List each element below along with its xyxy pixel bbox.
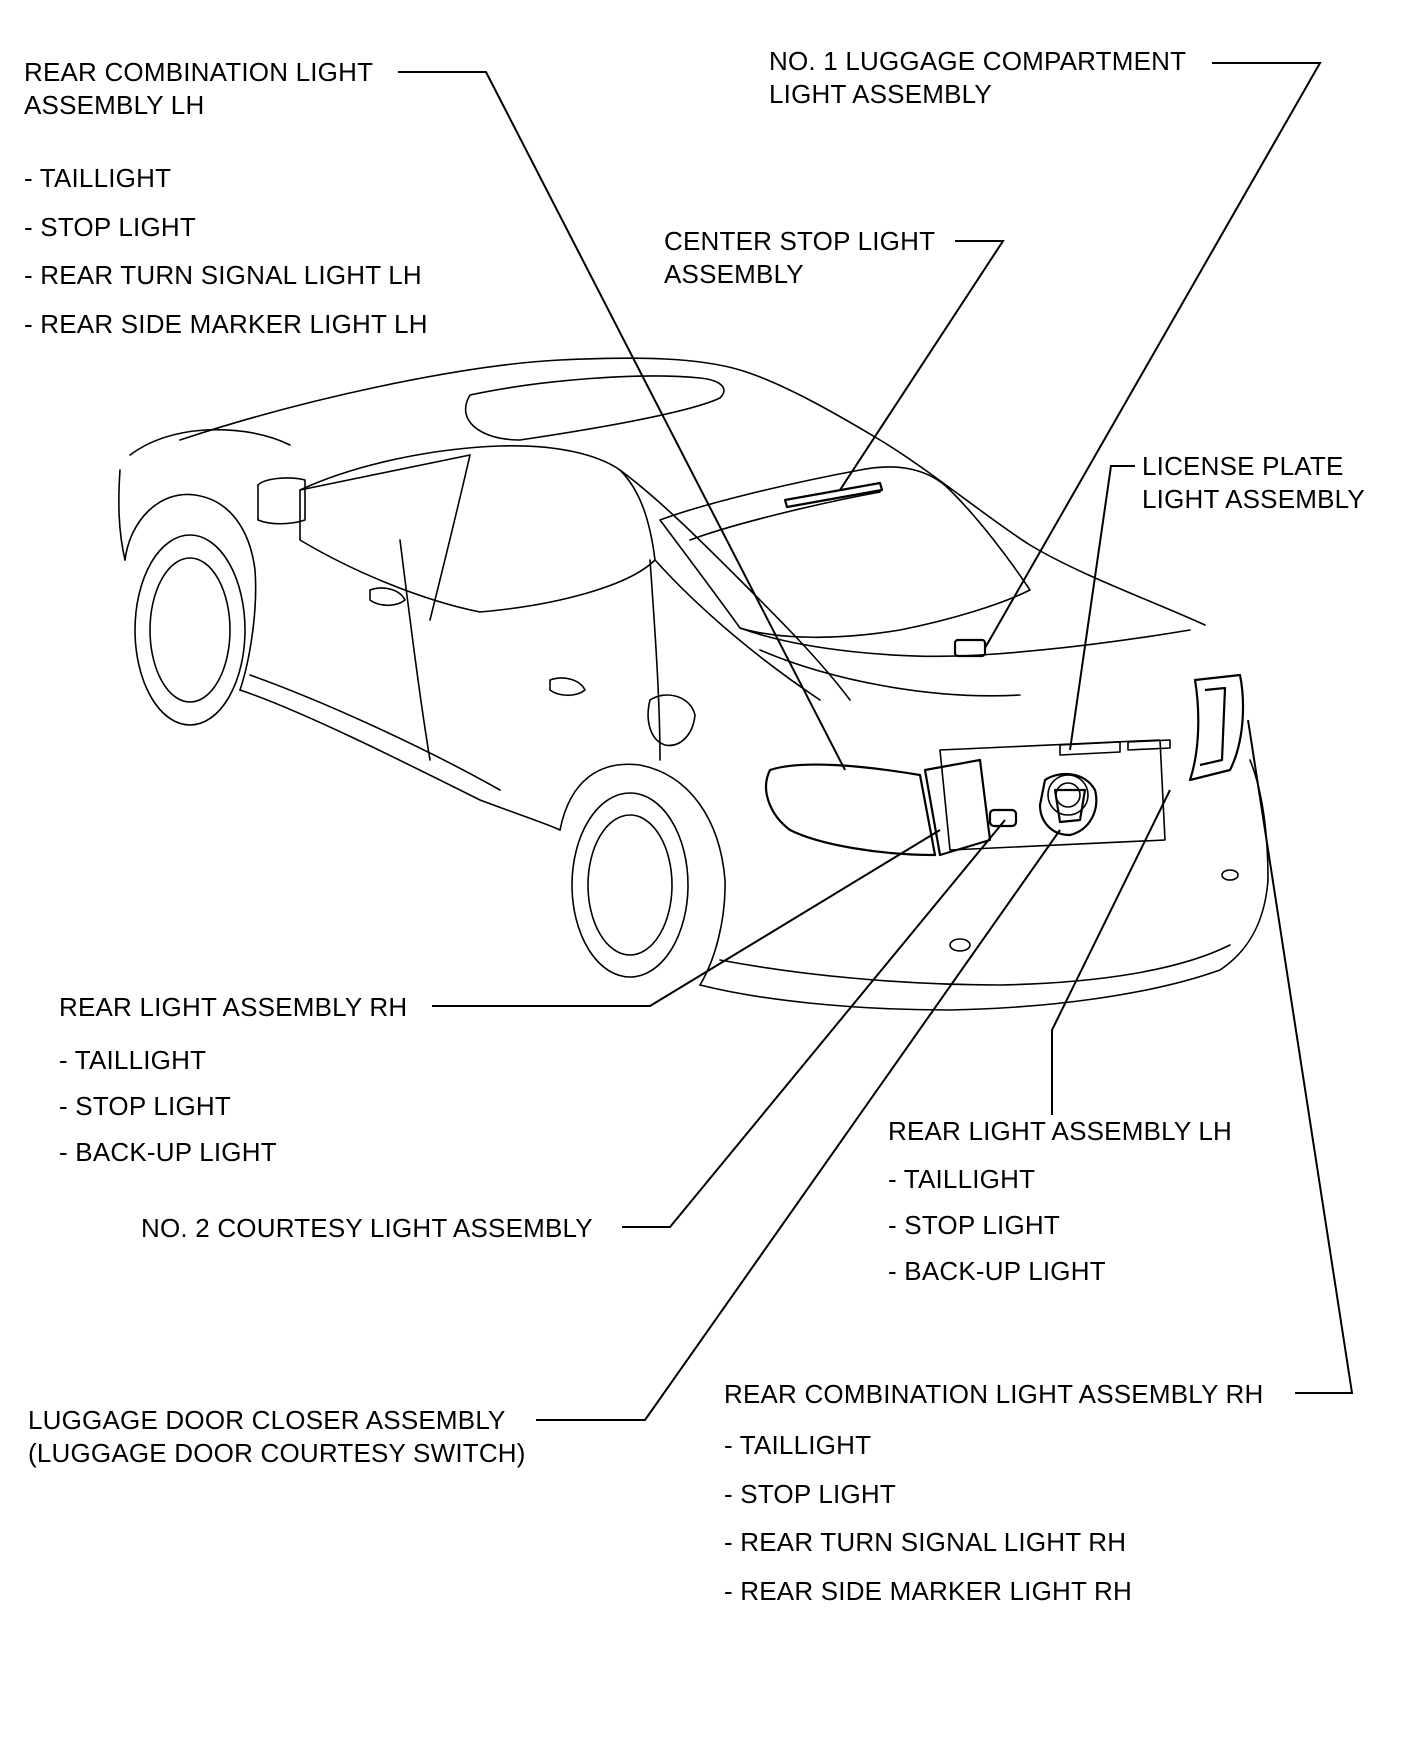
callout-title-line: REAR LIGHT ASSEMBLY RH xyxy=(59,992,408,1022)
rear-light-rh-items: - TAILLIGHT - STOP LIGHT - BACK-UP LIGHT xyxy=(59,1044,277,1169)
light-item: - REAR TURN SIGNAL LIGHT LH xyxy=(24,260,422,290)
callout-rear-combination-light-lh: REAR COMBINATION LIGHT ASSEMBLY LH xyxy=(24,56,373,122)
luggage-door-closer-shape xyxy=(1038,772,1098,837)
callout-luggage-compartment-light: NO. 1 LUGGAGE COMPARTMENT LIGHT ASSEMBLY xyxy=(769,45,1186,111)
callout-title-line: REAR COMBINATION LIGHT ASSEMBLY RH xyxy=(724,1379,1264,1409)
callout-title-line: NO. 2 COURTESY LIGHT ASSEMBLY xyxy=(141,1213,593,1243)
light-item: - TAILLIGHT xyxy=(888,1164,1036,1194)
callout-title-line: NO. 1 LUGGAGE COMPARTMENT xyxy=(769,46,1187,76)
callout-rear-light-rh: REAR LIGHT ASSEMBLY RH xyxy=(59,991,407,1024)
callout-courtesy-light-2: NO. 2 COURTESY LIGHT ASSEMBLY xyxy=(141,1212,593,1245)
light-item: - STOP LIGHT xyxy=(888,1210,1060,1240)
light-item: - STOP LIGHT xyxy=(59,1091,231,1121)
callout-title-line: REAR COMBINATION LIGHT xyxy=(24,57,374,87)
callout-rear-light-lh: REAR LIGHT ASSEMBLY LH xyxy=(888,1115,1232,1148)
courtesy-light-2-shape xyxy=(988,808,1018,828)
center-stop-light-shape xyxy=(783,481,884,509)
luggage-compartment-light-shape xyxy=(953,638,987,658)
light-item: - TAILLIGHT xyxy=(24,163,172,193)
callout-center-stop-light: CENTER STOP LIGHT ASSEMBLY xyxy=(664,225,935,291)
light-item: - STOP LIGHT xyxy=(24,211,196,242)
callout-title-line: (LUGGAGE DOOR COURTESY SWITCH) xyxy=(28,1438,526,1468)
light-item: - TAILLIGHT xyxy=(59,1045,207,1075)
rear-light-lh-items: - TAILLIGHT - STOP LIGHT - BACK-UP LIGHT xyxy=(888,1163,1106,1288)
callout-rear-combination-light-rh: REAR COMBINATION LIGHT ASSEMBLY RH xyxy=(724,1378,1263,1411)
callout-title-line: LICENSE PLATE xyxy=(1142,451,1344,481)
callout-license-plate-light: LICENSE PLATE LIGHT ASSEMBLY xyxy=(1142,450,1365,516)
rear-combination-light-rh-items: - TAILLIGHT - STOP LIGHT - REAR TURN SIG… xyxy=(724,1429,1132,1608)
rear-light-rh-shape xyxy=(923,758,992,857)
light-item: - BACK-UP LIGHT xyxy=(888,1256,1106,1286)
light-item: - REAR TURN SIGNAL LIGHT RH xyxy=(724,1527,1127,1557)
light-item: - REAR SIDE MARKER LIGHT RH xyxy=(724,1575,1132,1606)
callout-title-line: ASSEMBLY xyxy=(664,259,804,289)
rear-combination-light-lh-shape xyxy=(765,763,937,857)
callout-title-line: ASSEMBLY LH xyxy=(24,90,205,120)
callout-title-line: REAR LIGHT ASSEMBLY LH xyxy=(888,1116,1232,1146)
light-item: - REAR SIDE MARKER LIGHT LH xyxy=(24,308,428,339)
leader-lines xyxy=(398,62,1354,1421)
callout-title-line: LUGGAGE DOOR CLOSER ASSEMBLY xyxy=(28,1405,506,1435)
callout-luggage-door-closer: LUGGAGE DOOR CLOSER ASSEMBLY (LUGGAGE DO… xyxy=(28,1404,526,1470)
rear-combination-light-lh-items: - TAILLIGHT - STOP LIGHT - REAR TURN SIG… xyxy=(24,162,428,341)
callout-title-line: LIGHT ASSEMBLY xyxy=(1142,484,1365,514)
car-body xyxy=(118,357,1269,1011)
rear-combination-light-rh-shape xyxy=(1188,673,1245,782)
light-item: - BACK-UP LIGHT xyxy=(59,1137,277,1167)
callout-title-line: LIGHT ASSEMBLY xyxy=(769,79,992,109)
light-item: - STOP LIGHT xyxy=(724,1478,896,1509)
light-item: - TAILLIGHT xyxy=(724,1430,872,1460)
callout-title-line: CENTER STOP LIGHT xyxy=(664,226,936,256)
